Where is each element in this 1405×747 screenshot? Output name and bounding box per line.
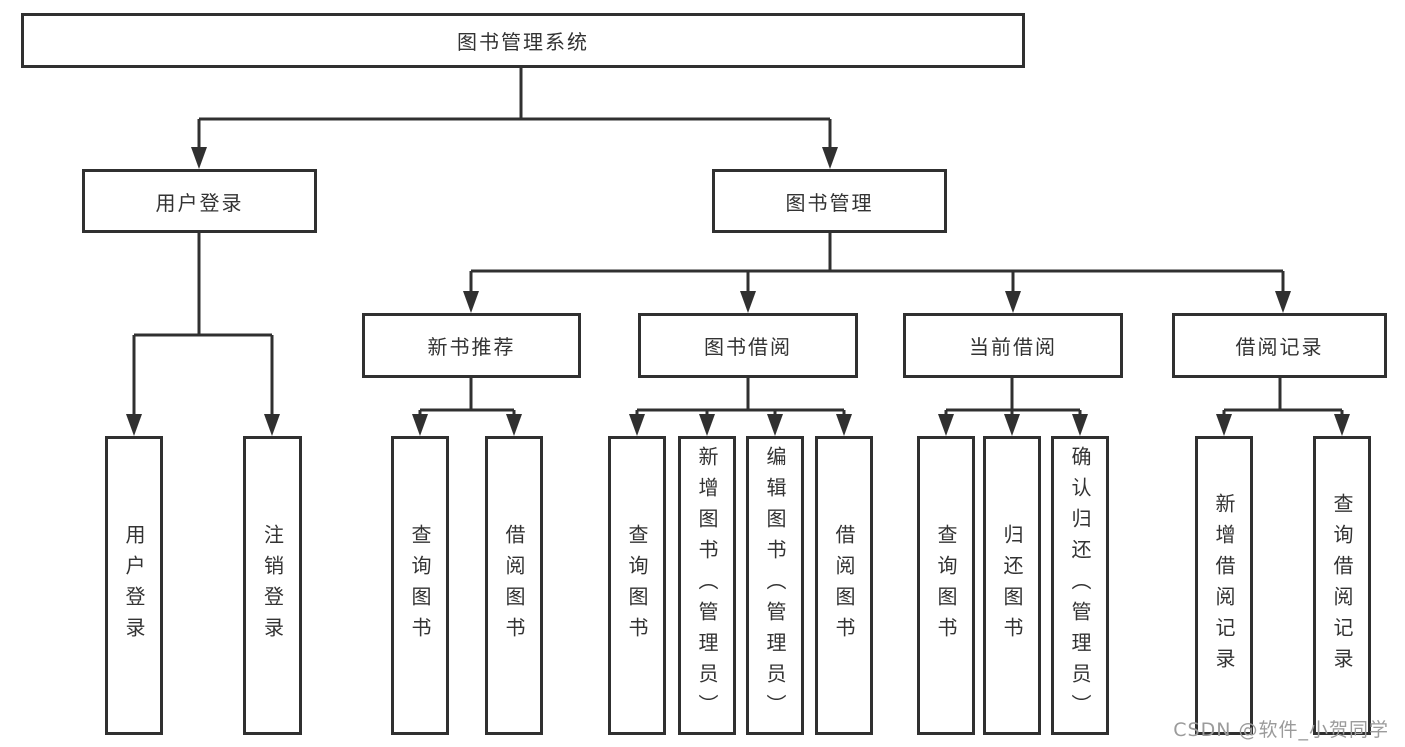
edge-userlogin-to-leaves: [132, 231, 274, 417]
leaf-cb-confirm-return-admin: 确认归还（管理员）: [1051, 436, 1109, 735]
edge-bookborrowing-to-leaves: [635, 376, 846, 417]
leaf-cb-return-books-label: 归还图书: [1000, 523, 1024, 648]
arrowhead: [1275, 291, 1291, 313]
arrowhead: [463, 291, 479, 313]
leaf-bb-query-books: 查询图书: [608, 436, 666, 735]
leaf-br-add-record-label: 新增借阅记录: [1212, 492, 1236, 679]
arrowhead: [506, 414, 522, 436]
arrowheads: [126, 147, 1350, 436]
node-borrowing-records: 借阅记录: [1172, 313, 1387, 378]
leaf-bb-query-books-label: 查询图书: [625, 523, 649, 648]
leaf-bb-add-books-admin-label: 新增图书（管理员）: [695, 446, 719, 725]
node-user-login: 用户登录: [82, 169, 317, 233]
arrowhead: [740, 291, 756, 313]
leaf-bb-edit-books-admin-label: 编辑图书（管理员）: [763, 446, 787, 725]
arrowhead: [1072, 414, 1088, 436]
arrowhead: [1334, 414, 1350, 436]
arrowhead: [412, 414, 428, 436]
edge-borrowrecords-to-leaves: [1222, 376, 1344, 417]
leaf-cb-query-books: 查询图书: [917, 436, 975, 735]
csdn-watermark: CSDN @软件_小贺同学: [1173, 719, 1389, 741]
leaf-logout-login-label: 注销登录: [260, 523, 285, 648]
edge-root-to-level2: [197, 66, 832, 150]
arrowhead: [822, 147, 838, 169]
leaf-bb-edit-books-admin: 编辑图书（管理员）: [746, 436, 804, 735]
leaf-br-query-record: 查询借阅记录: [1313, 436, 1371, 735]
arrowhead: [629, 414, 645, 436]
leaf-nbr-borrow-books-label: 借阅图书: [502, 523, 526, 648]
node-root: 图书管理系统: [21, 13, 1025, 68]
node-new-book-recommendation: 新书推荐: [362, 313, 581, 378]
leaf-cb-confirm-return-admin-label: 确认归还（管理员）: [1068, 446, 1092, 725]
arrowhead: [699, 414, 715, 436]
leaf-bb-borrow-books-label: 借阅图书: [832, 523, 856, 648]
arrowhead: [264, 414, 280, 436]
arrowhead: [191, 147, 207, 169]
leaf-user-login-label: 用户登录: [122, 523, 146, 648]
arrowhead: [1216, 414, 1232, 436]
leaf-user-login: 用户登录: [105, 436, 163, 735]
leaf-bb-add-books-admin: 新增图书（管理员）: [678, 436, 736, 735]
leaf-bb-borrow-books: 借阅图书: [815, 436, 873, 735]
node-book-borrowing: 图书借阅: [638, 313, 858, 378]
edge-currentborrowing-to-leaves: [944, 376, 1082, 417]
leaf-nbr-query-books-label: 查询图书: [408, 523, 432, 648]
arrowhead: [836, 414, 852, 436]
arrowhead: [1005, 291, 1021, 313]
leaf-logout-login: 注销登录: [243, 436, 302, 735]
arrowhead: [767, 414, 783, 436]
leaf-br-add-record: 新增借阅记录: [1195, 436, 1253, 735]
edge-newbookrec-to-leaves: [418, 376, 516, 417]
node-current-borrowing: 当前借阅: [903, 313, 1123, 378]
arrowhead: [938, 414, 954, 436]
leaf-cb-return-books: 归还图书: [983, 436, 1041, 735]
leaf-nbr-borrow-books: 借阅图书: [485, 436, 543, 735]
connector-lines: [132, 66, 1344, 417]
leaf-nbr-query-books: 查询图书: [391, 436, 449, 735]
arrowhead: [1004, 414, 1020, 436]
leaf-cb-query-books-label: 查询图书: [934, 523, 958, 648]
edge-bookmgmt-to-level3: [469, 231, 1285, 294]
node-book-management: 图书管理: [712, 169, 947, 233]
leaf-br-query-record-label: 查询借阅记录: [1330, 492, 1354, 679]
arrowhead: [126, 414, 142, 436]
